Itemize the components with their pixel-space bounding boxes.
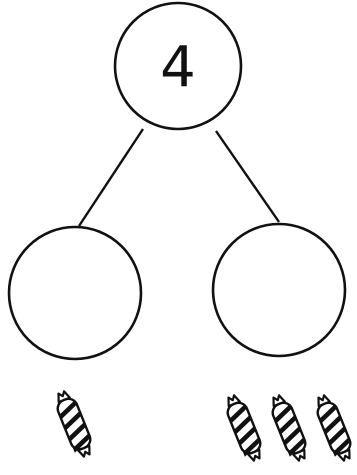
candy-group-right bbox=[226, 394, 352, 462]
candy-icon bbox=[56, 390, 92, 458]
candy-icon bbox=[316, 394, 352, 462]
connector-line-right bbox=[215, 130, 280, 223]
candy-icon bbox=[226, 394, 262, 462]
connector-line-left bbox=[77, 128, 145, 227]
candy-icon bbox=[271, 394, 307, 462]
part-circle-left bbox=[7, 225, 143, 361]
candy-group-left bbox=[56, 390, 92, 458]
part-circle-right bbox=[211, 222, 347, 358]
whole-number: 4 bbox=[160, 35, 196, 100]
whole-circle: 4 bbox=[113, 1, 243, 131]
